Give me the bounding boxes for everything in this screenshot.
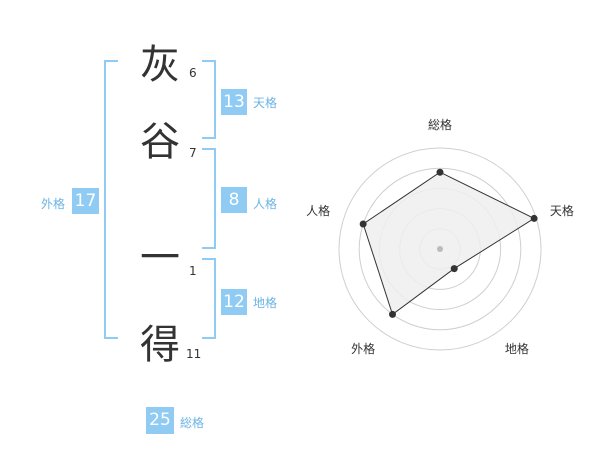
tenkaku-label: 天格 [253,96,278,110]
radar-axis-label-2: 地格 [504,342,529,357]
stroke-count-4: 11 [186,347,202,361]
tenkaku-bracket [202,60,216,139]
radar-axis-label-1: 天格 [549,203,574,218]
stroke-count-2: 7 [189,146,197,160]
soukaku-label: 総格 [180,416,205,430]
radar-point-2 [450,265,458,273]
tenkaku-value: 13 [221,89,247,115]
stroke-count-3: 1 [189,264,197,278]
radar-point-4 [359,220,367,228]
name-char-4: 得 [140,322,180,368]
chikaku-value: 12 [221,289,247,315]
name-char-2: 谷 [140,119,180,165]
radar-point-0 [436,168,444,176]
radar-point-1 [530,214,538,222]
gaikaku-bracket [104,60,118,339]
gaikaku-label: 外格 [41,197,66,211]
jinkaku-label: 人格 [253,197,278,211]
chikaku-bracket [202,258,216,339]
gaikaku-value: 17 [72,188,99,214]
radar-center-dot [437,246,443,252]
radar-axis-label-4: 人格 [306,203,331,218]
soukaku-value: 25 [146,407,174,434]
radar-point-3 [389,310,397,318]
name-char-3: 一 [140,235,180,281]
radar-series-polygon [362,171,536,316]
jinkaku-value: 8 [221,187,247,213]
radar-ring [358,167,522,331]
radar-axis-label-0: 総格 [428,118,453,132]
radar-ring [338,147,542,351]
chikaku-label: 地格 [253,296,278,310]
name-char-1: 灰 [140,42,180,88]
jinkaku-bracket [202,148,216,249]
radar-axis-label-3: 外格 [351,342,376,357]
stroke-count-1: 6 [189,66,197,80]
